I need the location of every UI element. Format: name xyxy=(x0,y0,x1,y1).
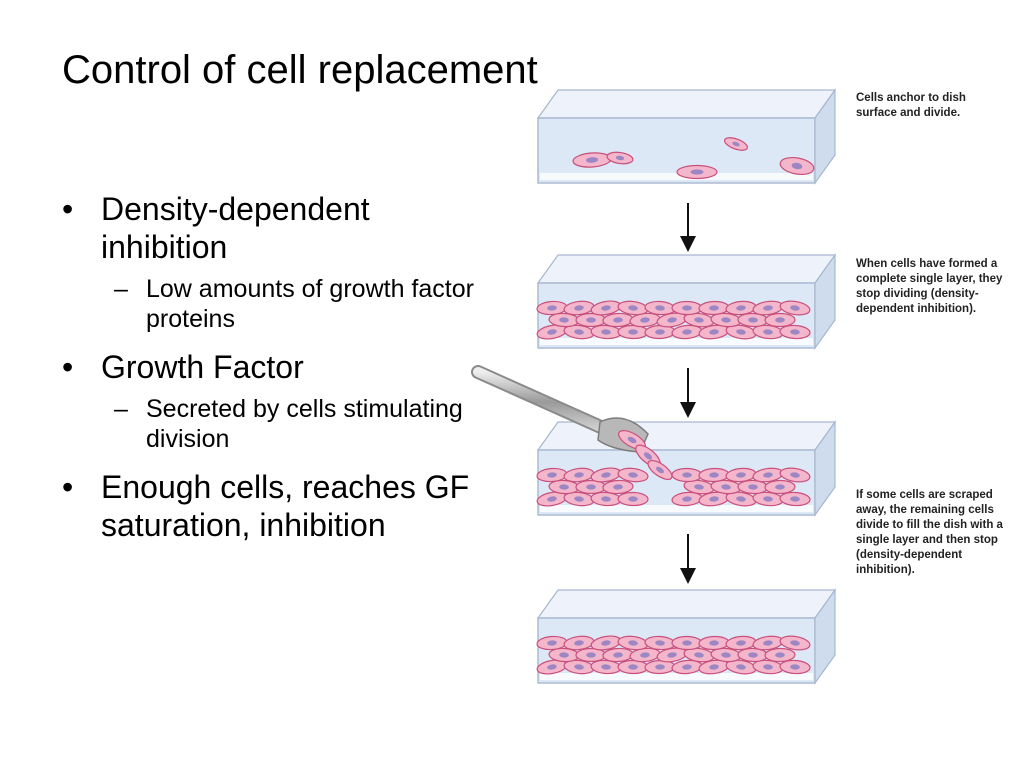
cell xyxy=(536,491,568,507)
sub-bullet-marker: – xyxy=(114,395,128,423)
cell xyxy=(779,324,811,340)
cell xyxy=(590,300,622,316)
cell-culture-diagram xyxy=(471,88,837,685)
cell xyxy=(698,659,730,675)
bullet-marker: • xyxy=(62,469,74,505)
cell xyxy=(764,647,796,663)
culture-dish xyxy=(536,420,837,517)
culture-dish xyxy=(536,88,837,185)
cell xyxy=(548,479,580,495)
sub-bullet-item: – Secreted by cells stimulating division xyxy=(62,394,502,454)
cell xyxy=(698,300,730,316)
cell xyxy=(563,300,595,316)
cell xyxy=(779,491,811,507)
cell xyxy=(676,164,718,180)
bullet-item: • Density-dependent inhibition xyxy=(62,190,502,266)
cell xyxy=(698,467,730,483)
cell xyxy=(779,156,815,176)
bullet-list: • Density-dependent inhibition – Low amo… xyxy=(62,190,502,556)
cell xyxy=(752,467,784,483)
cell xyxy=(764,479,796,495)
sub-bullet-text: Low amounts of growth factor proteins xyxy=(146,275,474,333)
cell xyxy=(572,152,612,168)
cell xyxy=(723,137,749,151)
cell xyxy=(536,467,568,483)
cell xyxy=(779,300,811,316)
culture-dish xyxy=(536,588,837,685)
sub-bullet-marker: – xyxy=(114,275,128,303)
cell xyxy=(671,324,703,340)
sub-bullet-item: – Low amounts of growth factor proteins xyxy=(62,274,502,334)
cell xyxy=(617,491,649,507)
cell xyxy=(725,635,757,651)
cell xyxy=(752,300,784,316)
cell xyxy=(752,659,784,675)
cell xyxy=(602,479,634,495)
sub-bullet-text: Secreted by cells stimulating division xyxy=(146,395,463,453)
cell xyxy=(536,324,568,340)
bullet-item: • Growth Factor xyxy=(62,348,502,386)
cell xyxy=(683,479,715,495)
cell xyxy=(737,647,769,663)
cell xyxy=(779,467,811,483)
cell xyxy=(683,647,715,663)
cell xyxy=(617,659,649,675)
cell xyxy=(647,459,673,481)
step-note: When cells have formed a complete single… xyxy=(856,258,1003,315)
cell xyxy=(617,467,649,483)
cell xyxy=(683,312,715,328)
cell xyxy=(590,467,622,483)
cell xyxy=(671,300,703,316)
bullet-text: Enough cells, reaches GF saturation, inh… xyxy=(101,469,470,543)
culture-dish xyxy=(536,253,837,350)
cell xyxy=(725,300,757,316)
cell xyxy=(698,635,730,651)
cell xyxy=(725,467,757,483)
step-note: If some cells are scraped away, the rema… xyxy=(856,489,1003,576)
scraped-cells xyxy=(618,430,673,481)
cell xyxy=(536,300,568,316)
cell xyxy=(764,312,796,328)
cell xyxy=(710,647,742,663)
cell xyxy=(617,324,649,340)
bullet-text: Growth Factor xyxy=(101,349,304,385)
bullet-item: • Enough cells, reaches GF saturation, i… xyxy=(62,468,502,544)
bullet-marker: • xyxy=(62,191,74,227)
slide-title: Control of cell replacement xyxy=(62,48,538,92)
cell xyxy=(779,635,811,651)
bullet-text: Density-dependent inhibition xyxy=(101,191,370,265)
cell xyxy=(737,479,769,495)
step-note: Cells anchor to dish surface and divide. xyxy=(856,92,966,119)
cell xyxy=(779,659,811,675)
cell xyxy=(671,467,703,483)
cell xyxy=(590,659,622,675)
cell xyxy=(737,312,769,328)
bullet-marker: • xyxy=(62,349,74,385)
cell xyxy=(671,635,703,651)
cell xyxy=(606,151,634,165)
cell xyxy=(725,491,757,507)
cell xyxy=(617,300,649,316)
cell xyxy=(617,635,649,651)
